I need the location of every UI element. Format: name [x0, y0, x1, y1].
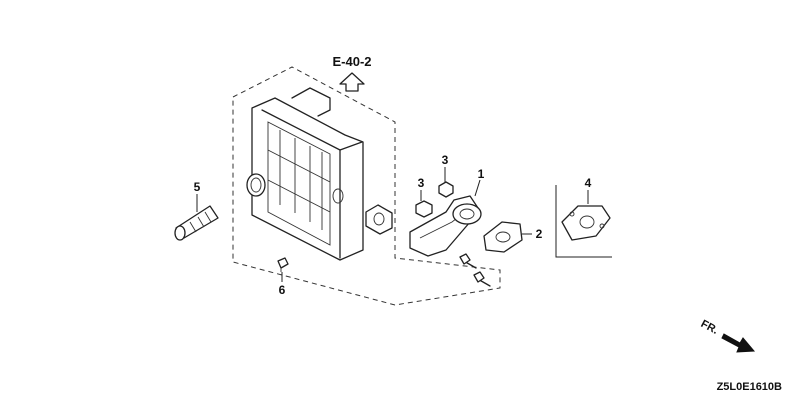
front-direction-label: FR. — [699, 318, 720, 337]
nut-3b — [438, 181, 454, 198]
gasket-2 — [483, 221, 523, 253]
bolt-6 — [277, 257, 289, 272]
leader-1 — [474, 179, 481, 197]
pipe-bolt-lower — [473, 271, 491, 287]
gasket-4 — [561, 205, 611, 241]
callout-3b[interactable]: 3 — [442, 153, 449, 167]
drawing-code: Z5L0E1610B — [717, 381, 782, 393]
callout-4[interactable]: 4 — [585, 176, 592, 190]
muffler — [246, 87, 364, 261]
assembly-boundary — [232, 66, 501, 306]
callout-1[interactable]: 1 — [478, 167, 485, 181]
callout-3a[interactable]: 3 — [418, 176, 425, 190]
spark-arrester — [174, 205, 219, 241]
exhaust-pipe — [409, 195, 482, 257]
callout-6[interactable]: 6 — [279, 283, 286, 297]
callout-5[interactable]: 5 — [194, 180, 201, 194]
front-direction-arrow-icon — [721, 333, 756, 353]
reference-label[interactable]: E-40-2 — [332, 54, 371, 69]
muffler-gasket — [365, 204, 393, 235]
reference-arrow-icon — [339, 72, 365, 92]
option-bracket — [555, 185, 612, 258]
nut-3a — [415, 200, 433, 218]
pipe-bolt-upper — [459, 253, 477, 269]
callout-2[interactable]: 2 — [536, 227, 543, 241]
